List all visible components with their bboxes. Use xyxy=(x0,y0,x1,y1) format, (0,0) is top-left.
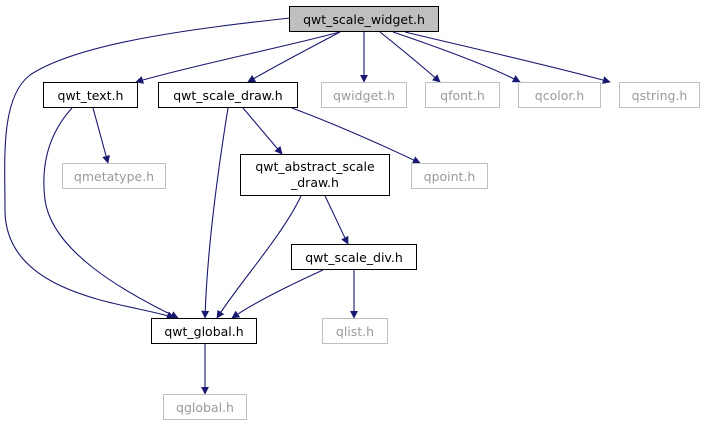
edge-qwt-scale-draw-to-qpoint xyxy=(291,107,421,164)
edge-qwt-scale-widget-to-qcolor xyxy=(392,31,521,83)
node-qwt-scale-draw[interactable]: qwt_scale_draw.h xyxy=(158,82,298,108)
node-qfont[interactable]: qfont.h xyxy=(425,82,500,108)
edge-qwt-scale-widget-to-qwt-text xyxy=(135,31,341,84)
edge-qwt-text-to-qwt-global xyxy=(43,107,179,319)
edge-qwt-scale-widget-to-qwt-scale-draw xyxy=(247,31,341,83)
edge-qwt-scale-widget-to-qfont xyxy=(379,31,441,83)
node-qwt-text[interactable]: qwt_text.h xyxy=(43,82,138,108)
edge-qwt-scale-div-to-qwt-global xyxy=(231,269,324,319)
edge-qwt-scale-draw-to-qwt-abstract-scale-draw xyxy=(242,107,283,155)
node-qwidget[interactable]: qwidget.h xyxy=(321,82,407,108)
node-qwt-abstract-scale-draw[interactable]: qwt_abstract_scale _draw.h xyxy=(240,154,390,196)
edge-qwt-abstract-scale-draw-to-qwt-scale-div xyxy=(324,195,349,245)
node-qpoint[interactable]: qpoint.h xyxy=(411,163,488,189)
edge-qwt-scale-widget-to-qwt-global xyxy=(4,17,291,319)
node-qwt-scale-widget[interactable]: qwt_scale_widget.h xyxy=(289,6,439,32)
edge-qwt-scale-widget-to-qstring xyxy=(404,31,611,84)
node-qcolor[interactable]: qcolor.h xyxy=(518,82,601,108)
node-qstring[interactable]: qstring.h xyxy=(619,82,700,108)
node-qglobal[interactable]: qglobal.h xyxy=(163,394,247,420)
node-qwt-scale-div[interactable]: qwt_scale_div.h xyxy=(291,244,417,270)
node-qmetatype[interactable]: qmetatype.h xyxy=(62,163,166,189)
edge-qwt-text-to-qmetatype xyxy=(92,107,110,164)
node-qlist[interactable]: qlist.h xyxy=(322,318,388,344)
edge-qwt-abstract-scale-draw-to-qwt-global xyxy=(216,195,302,319)
edge-qwt-scale-draw-to-qwt-global xyxy=(201,107,229,319)
node-qwt-global[interactable]: qwt_global.h xyxy=(151,318,257,344)
